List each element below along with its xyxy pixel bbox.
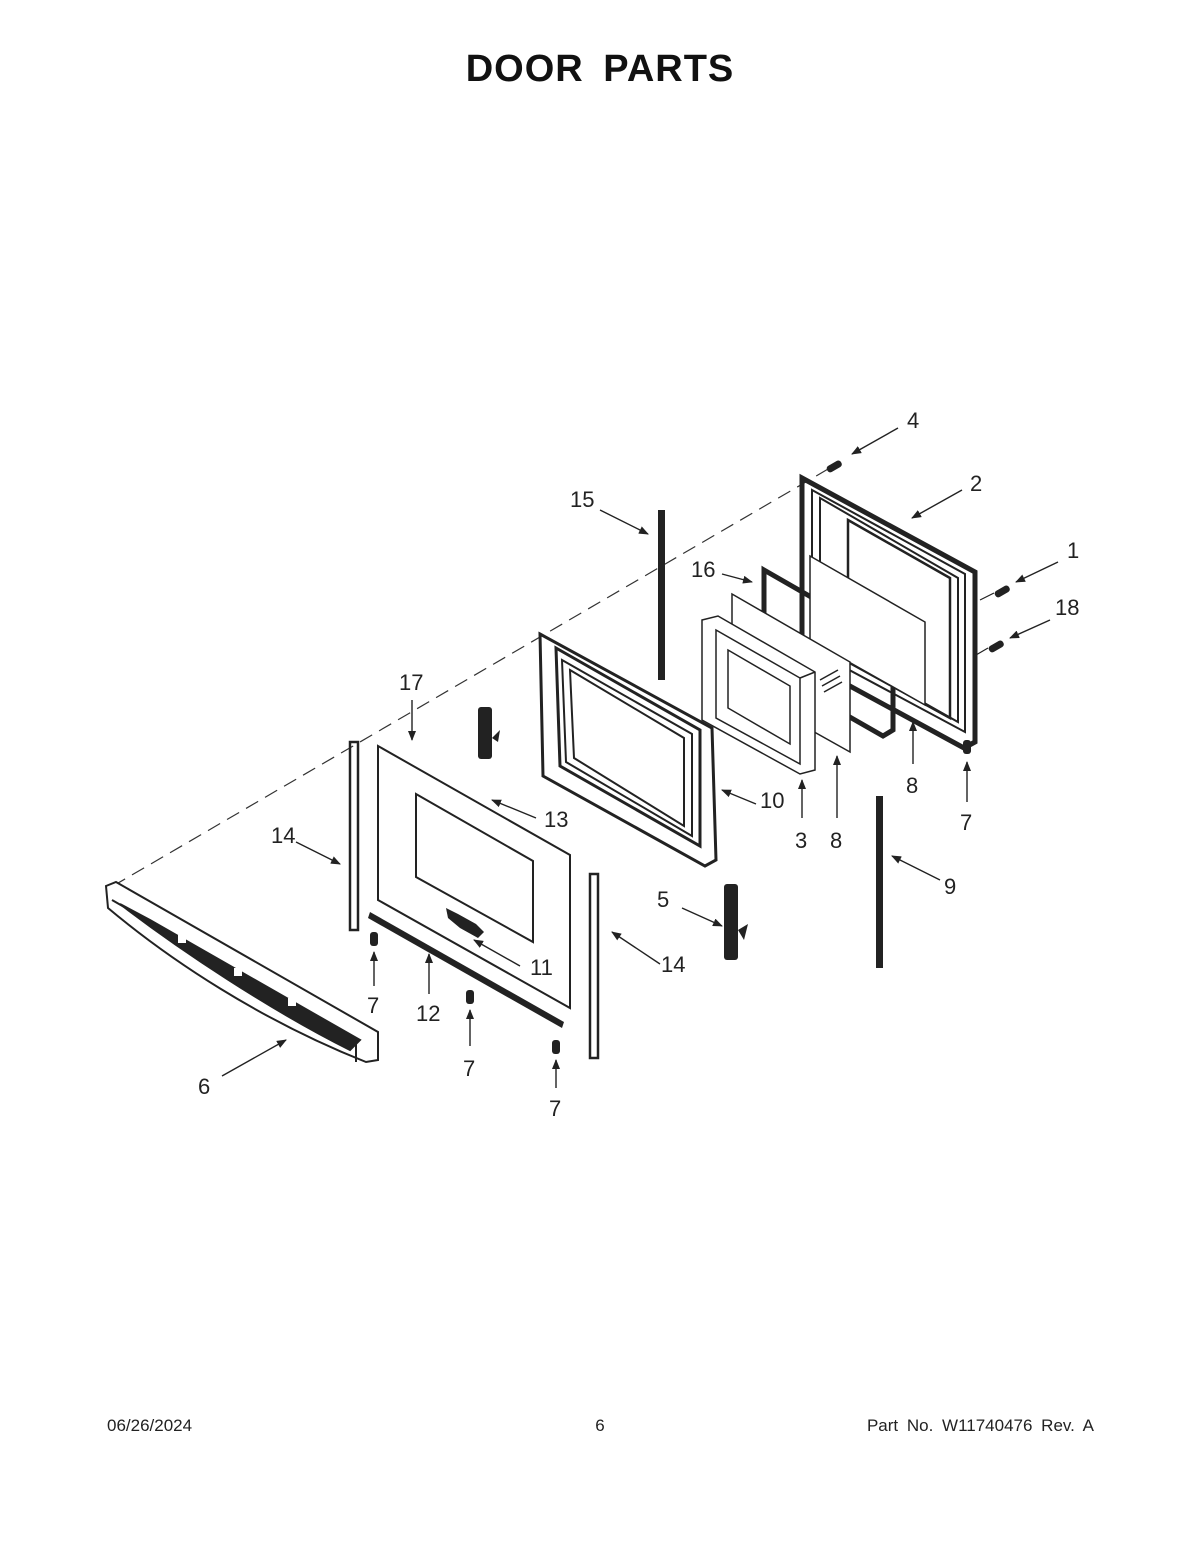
part-14-side-trim-right — [588, 872, 600, 1060]
alignment-dashed-line — [112, 464, 836, 887]
part-4-screw — [826, 460, 842, 473]
callout-label: 14 — [661, 952, 685, 977]
callout-label: 7 — [463, 1056, 475, 1081]
part-9-side-strip — [876, 796, 883, 968]
part-15-insulation-strip — [658, 510, 665, 680]
footer-page-number: 6 — [595, 1416, 605, 1435]
part-5-hinge — [724, 884, 748, 960]
callout-label: 7 — [960, 810, 972, 835]
callout-labels: 1 2 3 4 5 6 7 7 7 7 8 8 9 10 11 12 13 14… — [198, 408, 1079, 1121]
part-12-bottom-trim — [368, 912, 564, 1028]
callout-label: 9 — [944, 874, 956, 899]
callout-label: 6 — [198, 1074, 210, 1099]
part-3-glass-frame — [701, 615, 816, 775]
callout-label: 14 — [271, 823, 295, 848]
callout-label: 15 — [570, 487, 594, 512]
part-7-screws — [370, 740, 971, 1054]
part-6-door-handle — [104, 880, 379, 1064]
leader-arrows — [221, 427, 1059, 1088]
part-17-outer-glass — [377, 744, 571, 1010]
callout-label: 1 — [1067, 538, 1079, 563]
callout-label: 3 — [795, 828, 807, 853]
callout-label: 13 — [544, 807, 568, 832]
footer-date: 06/26/2024 — [107, 1416, 193, 1435]
part-10-door-frame — [538, 631, 718, 868]
callout-label: 10 — [760, 788, 784, 813]
page-title: DOOR PARTS — [465, 48, 735, 90]
callout-label: 8 — [830, 828, 842, 853]
callout-label: 18 — [1055, 595, 1079, 620]
callout-label: 16 — [691, 557, 715, 582]
part-11-logo-badge — [446, 908, 484, 938]
part-18-screw — [975, 640, 1004, 656]
callout-label: 11 — [530, 955, 553, 980]
callout-label: 7 — [549, 1096, 561, 1121]
callout-label: 2 — [970, 471, 982, 496]
callout-label: 8 — [906, 773, 918, 798]
part-14-side-trim-left — [348, 740, 360, 932]
callout-label: 17 — [399, 670, 423, 695]
callout-label: 5 — [657, 887, 669, 912]
callout-label: 4 — [907, 408, 919, 433]
footer-part-number: Part No. W11740476 Rev. A — [866, 1416, 1094, 1435]
part-13-hinge — [478, 707, 500, 759]
callout-label: 7 — [367, 993, 379, 1018]
part-1-screw — [979, 585, 1010, 601]
callout-label: 12 — [416, 1001, 440, 1026]
